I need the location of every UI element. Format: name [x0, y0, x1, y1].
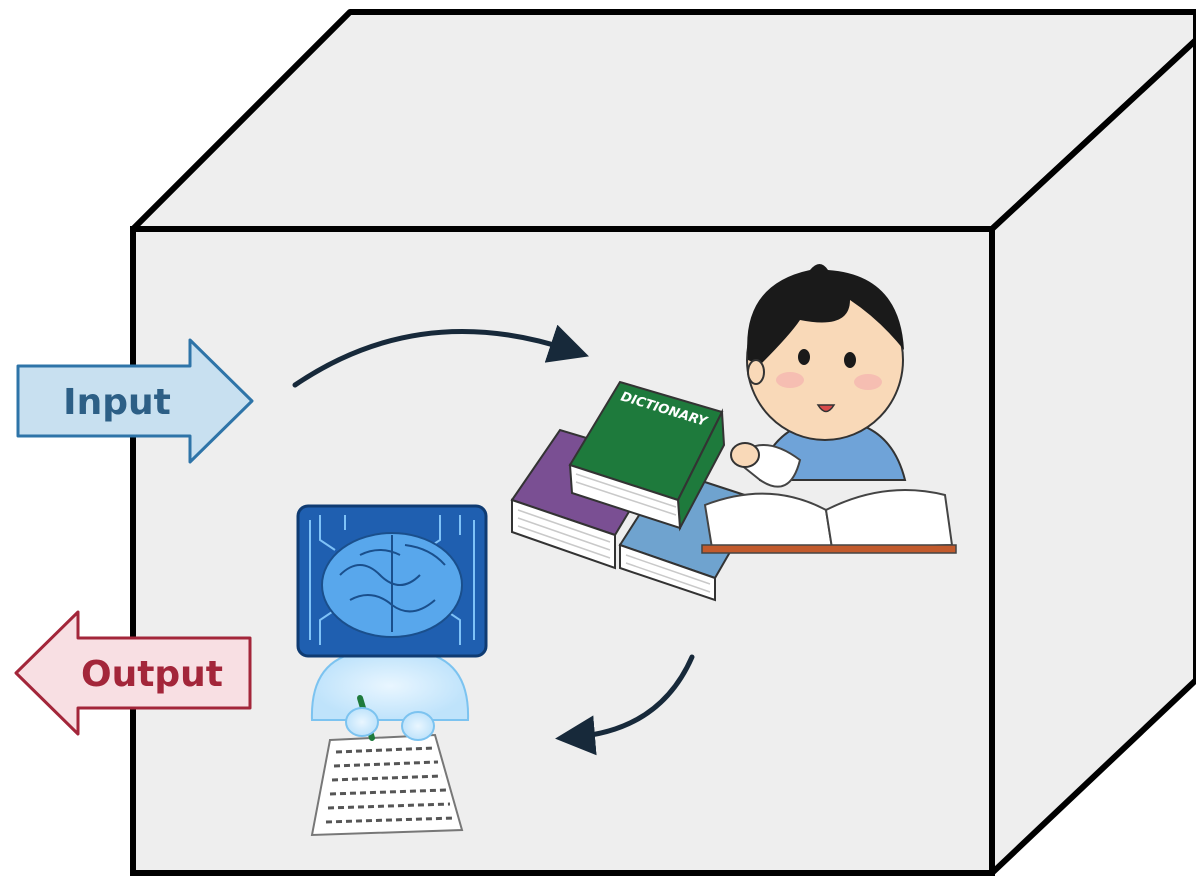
boy-reading-icon [701, 264, 957, 554]
input-arrow: Input [16, 338, 254, 464]
right-arrow-icon [16, 338, 254, 464]
books-stack-icon: DICTIONARY [510, 380, 762, 602]
curved-arrow-left-icon [555, 654, 695, 756]
input-label: Input [63, 382, 171, 423]
ai-brain-writer-icon [296, 504, 488, 837]
left-arrow-icon [14, 610, 252, 736]
curved-arrow-right-icon [292, 324, 589, 388]
output-arrow: Output [14, 610, 252, 736]
output-label: Output [81, 654, 223, 695]
